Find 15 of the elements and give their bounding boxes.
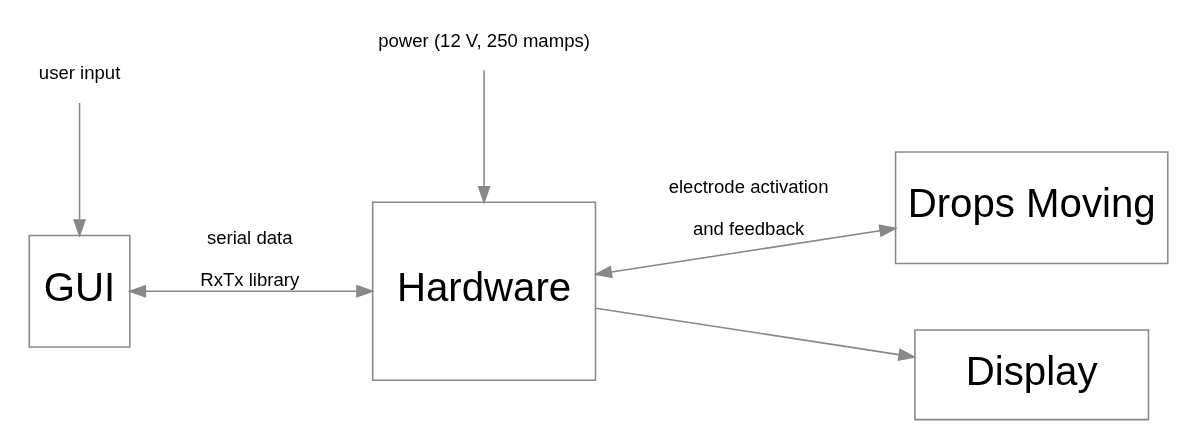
edge-label: RxTx library	[199, 268, 299, 290]
arrow	[594, 307, 917, 361]
edge-label: electrode activation	[668, 176, 828, 198]
node-box: GUI	[28, 234, 131, 348]
arrow	[72, 102, 86, 238]
arrow	[593, 224, 898, 279]
edge-label: serial data	[206, 227, 293, 249]
node-box: Hardware	[371, 201, 596, 381]
node-box: Drops Moving	[894, 151, 1169, 265]
node-box: Display	[913, 329, 1149, 421]
arrow	[127, 284, 375, 298]
node-text: user input	[38, 62, 120, 84]
node-text: power (12 V, 250 mamps)	[377, 29, 590, 51]
edge-label: and feedback	[692, 217, 804, 239]
arrow	[477, 69, 491, 205]
